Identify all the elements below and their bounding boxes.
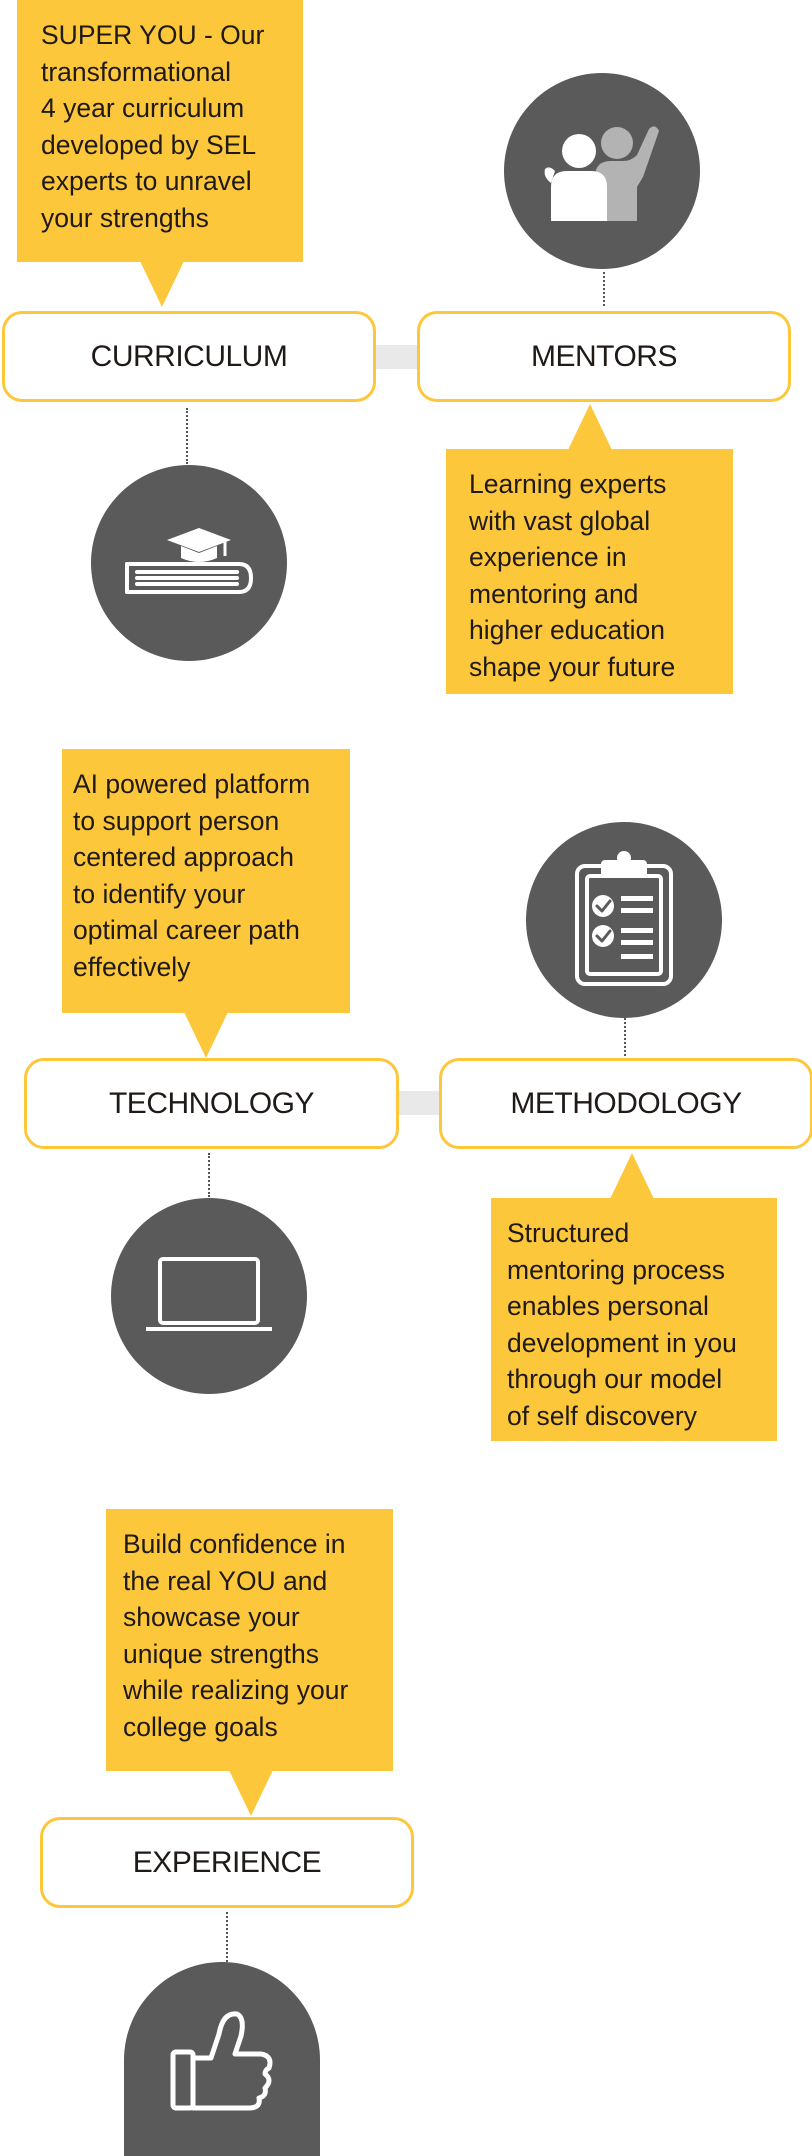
technology-icon-circle <box>111 1198 307 1394</box>
technology-callout-pointer <box>184 1012 228 1058</box>
mentors-pill[interactable]: MENTORS <box>417 311 791 402</box>
laptop-icon <box>146 1257 272 1331</box>
curriculum-dotted-line <box>186 408 188 464</box>
experience-pill[interactable]: EXPERIENCE <box>40 1817 414 1908</box>
technology-dotted-line <box>208 1153 210 1197</box>
experience-description: Build confidence in the real YOU and sho… <box>106 1509 393 1771</box>
experience-label: EXPERIENCE <box>132 1845 322 1879</box>
curriculum-description: SUPER YOU - Our transformational 4 year … <box>17 0 303 262</box>
mentors-label: MENTORS <box>531 339 677 373</box>
curriculum-icon-circle <box>91 465 287 661</box>
experience-callout-pointer <box>229 1770 273 1816</box>
graduation-book-icon <box>125 528 253 594</box>
methodology-dotted-line <box>624 1018 626 1056</box>
experience-dotted-line <box>226 1912 228 1962</box>
technology-label: TECHNOLOGY <box>108 1086 315 1120</box>
thumbs-up-icon <box>170 2011 273 2111</box>
curriculum-callout-pointer <box>140 261 184 307</box>
mentors-icon-circle <box>504 73 700 269</box>
curriculum-pill[interactable]: CURRICULUM <box>2 311 376 402</box>
methodology-icon-circle <box>526 822 722 1018</box>
mentors-callout-pointer <box>568 404 612 450</box>
curriculum-mentors-connector <box>376 345 418 369</box>
technology-pill[interactable]: TECHNOLOGY <box>24 1058 399 1149</box>
mentor-people-icon <box>544 126 659 221</box>
methodology-description: Structured mentoring process enables per… <box>491 1198 777 1441</box>
methodology-label: METHODOLOGY <box>510 1086 742 1120</box>
technology-methodology-connector <box>399 1091 440 1115</box>
experience-icon-circle <box>124 1962 320 2156</box>
mentors-description: Learning experts with vast global experi… <box>446 449 733 694</box>
methodology-pill[interactable]: METHODOLOGY <box>439 1058 812 1149</box>
clipboard-checklist-icon <box>575 851 673 986</box>
mentors-dotted-line <box>603 272 605 306</box>
curriculum-label: CURRICULUM <box>90 339 288 373</box>
methodology-callout-pointer <box>610 1153 654 1199</box>
technology-description: AI powered platform to support person ce… <box>62 749 350 1013</box>
